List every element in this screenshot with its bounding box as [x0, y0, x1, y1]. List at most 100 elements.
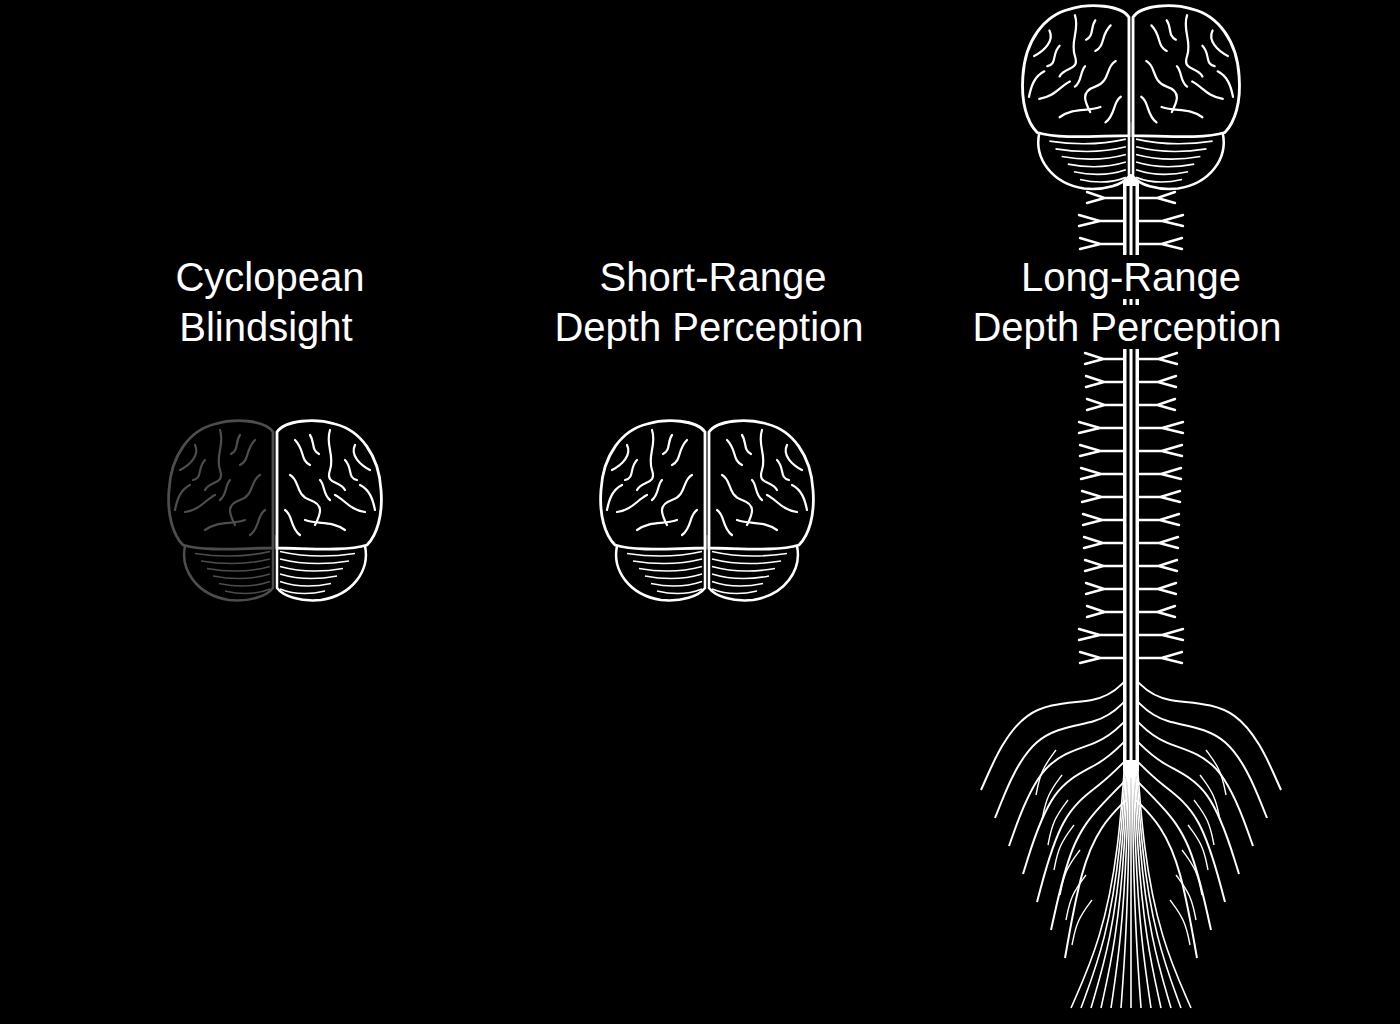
cerebellum-folia: [280, 567, 343, 572]
cerebellum-folia: [201, 559, 270, 564]
brain-sulcus: [205, 430, 221, 490]
cerebellum-folia: [195, 552, 270, 557]
cerebellum-folia: [712, 567, 775, 572]
cerebellum-folia: [712, 552, 787, 557]
brain-sulcus: [193, 460, 205, 480]
nerve-root: [1138, 514, 1179, 525]
brain-sulcus: [1086, 20, 1095, 39]
cerebellum-folia: [633, 559, 702, 564]
brain-sulcus: [625, 460, 637, 480]
brain-sulcus: [1211, 31, 1228, 57]
nerve-root: [1138, 468, 1181, 479]
brain-sulcus: [250, 510, 265, 535]
brain-sulcus: [230, 475, 260, 525]
brain-sulcus: [652, 480, 662, 500]
brain-sulcus: [1151, 25, 1166, 50]
nerve-root: [1138, 399, 1175, 410]
heading-block: Long-Range Depth Perception: [967, 252, 1292, 352]
nerve-root: [1087, 192, 1124, 203]
cerebral-hemisphere: [1022, 6, 1128, 137]
nerve-root: [1080, 238, 1124, 249]
nerve-root: [1138, 215, 1183, 226]
nerve-root: [1083, 514, 1124, 525]
cerebellum-folia: [1136, 154, 1200, 159]
brain-sulcus: [240, 440, 255, 465]
nerve-root: [1079, 629, 1124, 640]
brain-sulcus: [792, 485, 807, 510]
condition-label: Cyclopean Blindsight: [171, 255, 364, 349]
brain-sulcus: [231, 435, 240, 454]
brain-half: [277, 421, 381, 601]
brain-sulcus: [1162, 107, 1203, 117]
nerve-root: [1086, 376, 1124, 387]
cerebellum-folia: [1080, 177, 1126, 182]
nerve-root: [1138, 445, 1182, 456]
brain-sulcus: [295, 440, 310, 465]
brain-sulcus: [345, 460, 357, 480]
brain-sulcus: [205, 520, 245, 530]
cerebellum-folia: [213, 574, 270, 579]
brain-drawing: [601, 421, 814, 601]
nerve-root: [1082, 491, 1124, 502]
brain-sulcus: [1202, 46, 1214, 66]
brain-sulcus: [185, 495, 215, 512]
brain-sulcus: [1106, 97, 1121, 123]
brain-sulcus: [607, 485, 622, 510]
brain-sulcus: [672, 440, 687, 465]
cerebellum-folia: [712, 559, 781, 564]
brain-sulcus: [1047, 46, 1059, 66]
brain-sulcus: [767, 495, 797, 512]
brain-sulcus: [175, 485, 190, 510]
brain-sulcus: [777, 460, 789, 480]
brain-sulcus: [360, 485, 375, 510]
cauda-equina: [1071, 740, 1126, 1008]
nerve-root: [1087, 399, 1124, 410]
cerebellum-folia: [1049, 139, 1126, 144]
nerve-root: [1138, 238, 1182, 249]
cerebellum-folia: [280, 559, 349, 564]
brain-sulcus: [737, 520, 777, 530]
nerve-root: [1079, 422, 1124, 433]
brain-sulcus: [1060, 15, 1077, 76]
cerebral-hemisphere: [709, 421, 813, 549]
nerve-root: [1138, 353, 1177, 364]
brain-sulcus: [742, 435, 751, 454]
cerebellum-folia: [712, 582, 763, 587]
cerebellum-folia: [1136, 139, 1213, 144]
cerebellum-folia: [1136, 147, 1206, 152]
nerve-root: [1080, 652, 1124, 663]
nerve-root: [1138, 192, 1175, 203]
brain-sulcus: [761, 430, 777, 490]
condition-label: Short-Range Depth Perception: [554, 255, 867, 349]
nerve-branch: [1072, 900, 1092, 945]
cerebral-hemisphere: [169, 421, 273, 549]
cerebellum-folia: [1074, 170, 1126, 175]
brain-half: [1133, 6, 1239, 189]
cerebellum-folia: [225, 589, 270, 594]
brain-sulcus: [612, 445, 628, 470]
brain-sulcus: [354, 445, 370, 470]
brain-sulcus: [727, 440, 742, 465]
nerve-branch: [1170, 900, 1190, 945]
brain-half: [601, 421, 705, 601]
cerebellum-folia: [651, 582, 702, 587]
brain-sulcus: [1075, 66, 1085, 86]
brain-drawing: [169, 421, 382, 601]
brain-sulcus: [310, 435, 319, 454]
cerebellum-folia: [1062, 154, 1126, 159]
nerve-root: [1138, 606, 1175, 617]
brain-half: [709, 421, 813, 601]
nerve-root: [1086, 583, 1124, 594]
nerve-root: [1138, 652, 1182, 663]
cerebellum-folia: [280, 552, 355, 557]
brain-sulcus: [1192, 82, 1223, 99]
brain-sulcus: [180, 445, 196, 470]
brain-half: [169, 421, 273, 601]
spinal-nerve: [1136, 800, 1197, 958]
brain-sulcus: [1095, 25, 1110, 50]
cerebellum-folia: [207, 567, 270, 572]
cerebellum-folia: [1068, 162, 1126, 167]
cauda-equina: [1136, 740, 1191, 1008]
